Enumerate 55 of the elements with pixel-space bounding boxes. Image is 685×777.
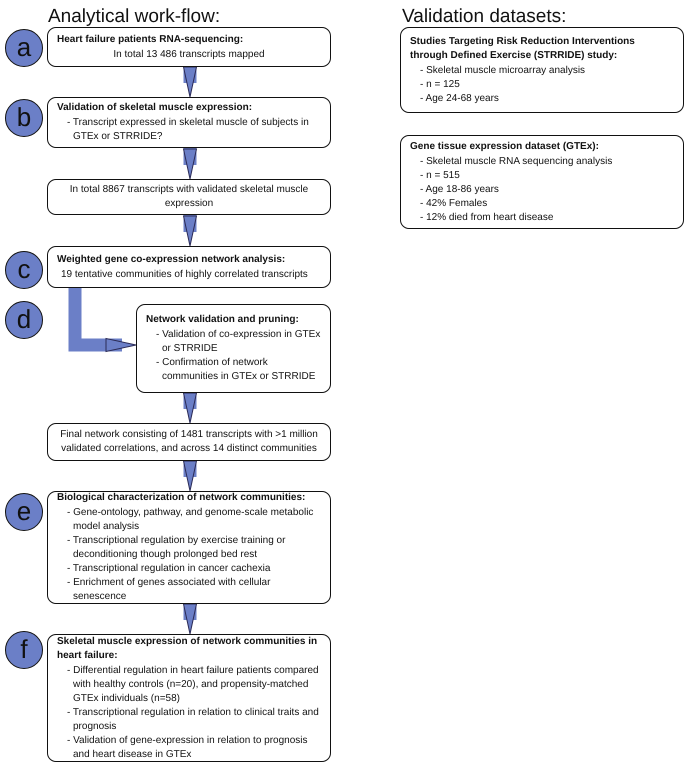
bullet-item: - Transcriptional regulation in cancer cachexia	[66, 562, 272, 576]
process-box	[47, 491, 331, 604]
block-arrow	[183, 604, 197, 634]
bullet-item: - Transcript expressed in skeletal muscle of subjects in GTEx or STRRIDE?	[66, 116, 310, 144]
process-box	[47, 179, 331, 215]
box-heading: Network validation and pruning:	[146, 313, 300, 327]
process-box	[47, 27, 331, 67]
bullet-item: - Validation of co-expression in GTEx or STRRIDE	[155, 328, 321, 356]
box-text: In total 13 486 transcripts mapped	[112, 48, 266, 62]
block-arrow	[183, 215, 197, 246]
bullet-item: - Transcriptional regulation by exercise training or deconditioning though prolonged bed rest	[66, 534, 286, 562]
bullet-item: - Enrichment of genes associated with cellular senescence	[66, 576, 272, 604]
box-heading: Studies Targeting Risk Reduction Interventions through Defined Exercise (STRRIDE) study:	[410, 34, 636, 62]
box-text: 19 tentative communities of highly correlated transcripts	[60, 268, 309, 282]
block-arrow	[183, 460, 197, 492]
section-heading: Analytical work-flow:	[48, 6, 220, 28]
box-text: Final network consisting of 1481 transcripts with >1 million validated correlations, and across 14 distinct communities	[59, 428, 319, 456]
bullet-item: - Age 24-68 years	[419, 92, 500, 106]
box-heading: Validation of skeletal muscle expression:	[57, 101, 254, 115]
bullet-item: - 42% Females	[419, 196, 488, 210]
bullet-item: - Confirmation of network communities in GTEx or STRRIDE	[155, 356, 316, 384]
step-letter-circle: b	[5, 99, 43, 137]
process-box	[400, 27, 684, 113]
bullet-item: - Skeletal muscle RNA sequencing analysis	[419, 154, 614, 168]
process-box	[47, 423, 331, 461]
step-letter-circle: e	[5, 493, 43, 531]
block-arrow	[183, 148, 197, 180]
process-box	[47, 634, 331, 762]
bullet-item: - Gene-ontology, pathway, and genome-scale metabolic model analysis	[66, 506, 314, 534]
process-box	[47, 246, 331, 288]
box-text: In total 8867 transcripts with validated skeletal muscle expression	[68, 183, 310, 211]
bullet-item: - Validation of gene-expression in relation to prognosis and heart disease in GTEx	[66, 734, 309, 762]
step-letter-circle: d	[5, 301, 43, 339]
step-letter-circle: f	[5, 631, 43, 669]
step-letter-circle: a	[5, 29, 43, 67]
process-box	[47, 97, 331, 148]
box-heading: Biological characterization of network communities:	[57, 491, 306, 505]
box-heading: Gene tissue expression dataset (GTEx):	[410, 140, 600, 154]
block-arrow	[68, 288, 136, 352]
box-heading: Heart failure patients RNA-sequencing:	[57, 32, 244, 46]
bullet-item: - Age 18-86 years	[419, 182, 500, 196]
bullet-item: - 12% died from heart disease	[419, 210, 554, 224]
process-box	[136, 304, 331, 393]
bullet-item: - Skeletal muscle microarray analysis	[419, 64, 586, 78]
block-arrow	[183, 66, 197, 98]
block-arrow	[183, 392, 197, 424]
box-heading: Skeletal muscle expression of network communities in heart failure:	[57, 634, 318, 662]
step-letter-circle: c	[5, 251, 43, 289]
bullet-item: - n = 515	[419, 168, 461, 182]
bullet-item: - Transcriptional regulation in relation to clinical traits and prognosis	[66, 706, 320, 734]
section-heading: Validation datasets:	[402, 6, 566, 28]
process-box	[400, 135, 684, 229]
bullet-item: - Differential regulation in heart failure patients compared with healthy controls (n=20), and propensity-matched GTEx individuals (n=58)	[66, 664, 320, 706]
bullet-item: - n = 125	[419, 78, 461, 92]
box-heading: Weighted gene co-expression network analysis:	[57, 252, 286, 266]
